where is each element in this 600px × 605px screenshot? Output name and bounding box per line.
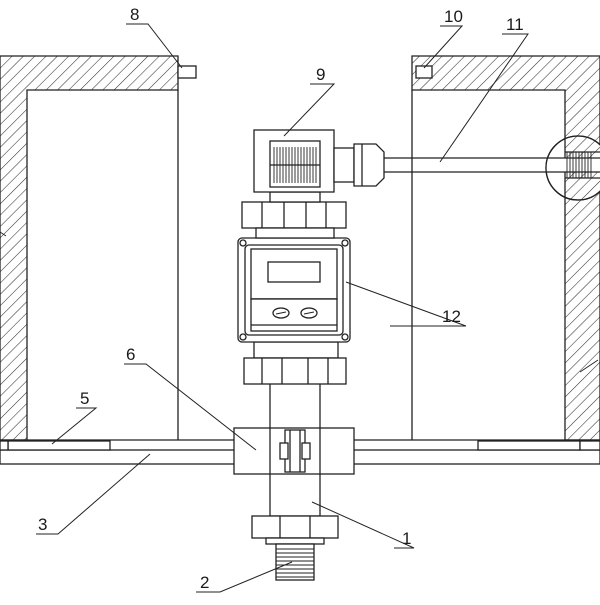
label-5: 5 — [80, 389, 89, 408]
label-11: 11 — [506, 15, 524, 34]
lower-hex-nut — [243, 341, 347, 385]
left-housing — [0, 55, 179, 441]
label-3: 3 — [38, 515, 47, 534]
part-labels: 8 10 11 9 12 6 5 3 1 2 — [38, 5, 524, 592]
part-11-rod — [384, 157, 565, 173]
part-9-junction-box — [253, 129, 335, 193]
detail-circle — [545, 135, 600, 201]
part-12-display — [237, 237, 351, 343]
label-2: 2 — [200, 573, 209, 592]
label-8: 8 — [130, 5, 139, 24]
right-housing — [411, 55, 600, 441]
upper-hex-nut — [241, 191, 347, 239]
part-6-clamp — [233, 427, 355, 475]
part-2-thread — [275, 543, 315, 581]
right-pad — [477, 440, 581, 451]
label-10: 10 — [444, 7, 463, 26]
label-12: 12 — [442, 307, 461, 326]
leader-lines — [36, 23, 529, 593]
part-8-block — [177, 65, 197, 79]
part-10-block — [415, 65, 433, 79]
bottom-nut — [251, 515, 339, 545]
label-6: 6 — [126, 345, 135, 364]
part-5-pad — [7, 440, 111, 451]
cable-gland — [333, 143, 385, 187]
label-1: 1 — [402, 529, 411, 548]
label-9: 9 — [316, 65, 325, 84]
